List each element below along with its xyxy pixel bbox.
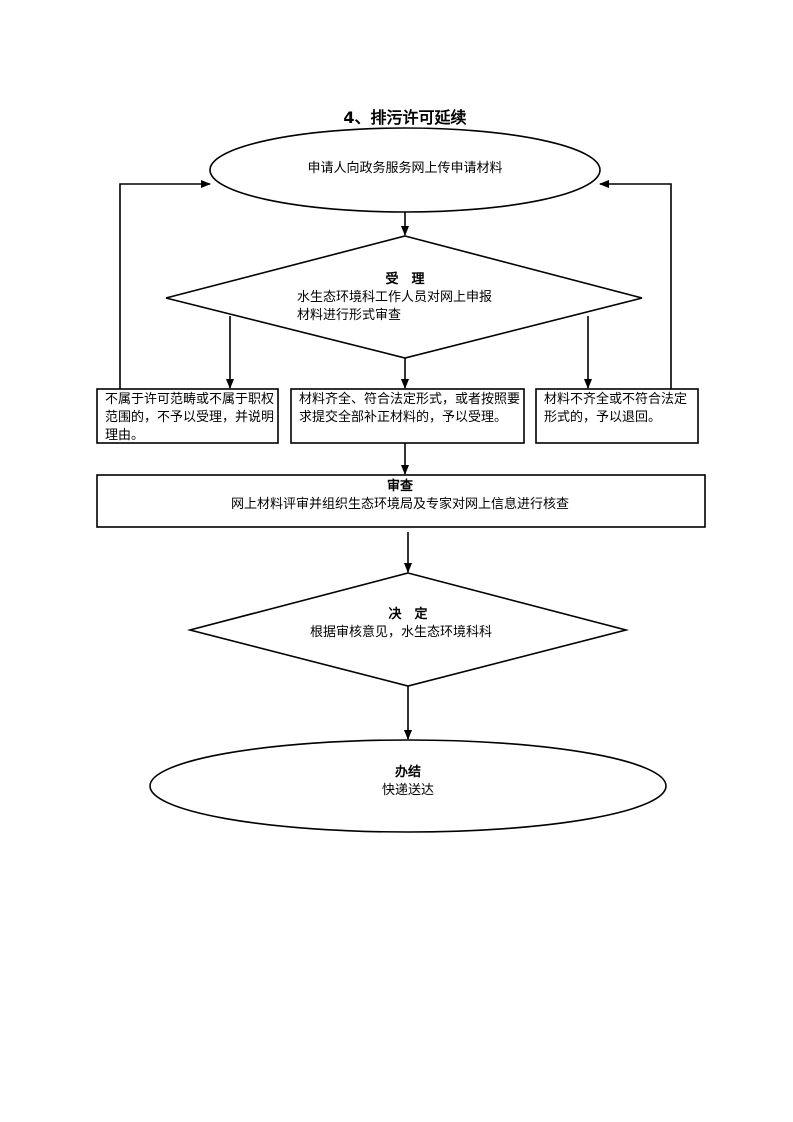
reject-outcome-text: 不属于许可范畴或不属于职权范围的，不予以受理，并说明理由。 bbox=[105, 392, 275, 443]
review-text: 网上材料评审并组织生态环境局及专家对网上信息进行核查 bbox=[230, 497, 569, 512]
returned-outcome-text: 材料不齐全或不符合法定形式的，予以退回。 bbox=[544, 392, 688, 425]
accept-text-line1: 水生态环境科工作人员对网上申报 bbox=[297, 290, 493, 305]
start-node-text: 申请人向政务服务网上传申请材料 bbox=[307, 161, 503, 176]
reject-outcome-box bbox=[96, 388, 279, 444]
arrow-reject-to-start bbox=[119, 180, 211, 389]
page-title: 4、排污许可延续 bbox=[343, 108, 467, 127]
decision-heading: 决 定 bbox=[388, 607, 428, 622]
decision-text: 根据审核意见，水生态环境科科 bbox=[310, 625, 493, 640]
accepted-outcome-box bbox=[290, 388, 525, 444]
finish-heading: 办结 bbox=[394, 765, 421, 780]
accept-text-line2: 材料进行形式审查 bbox=[297, 308, 402, 323]
finish-node bbox=[149, 739, 667, 833]
returned-outcome-box bbox=[535, 388, 699, 444]
arrow-returned-to-start bbox=[599, 180, 672, 389]
review-node bbox=[96, 474, 706, 528]
finish-text: 快递送达 bbox=[381, 783, 434, 798]
accepted-outcome-text: 材料齐全、符合法定形式，或者按照要求提交全部补正材料的，予以受理。 bbox=[299, 392, 521, 425]
review-heading: 审查 bbox=[386, 479, 413, 494]
accept-heading: 受 理 bbox=[385, 272, 425, 287]
